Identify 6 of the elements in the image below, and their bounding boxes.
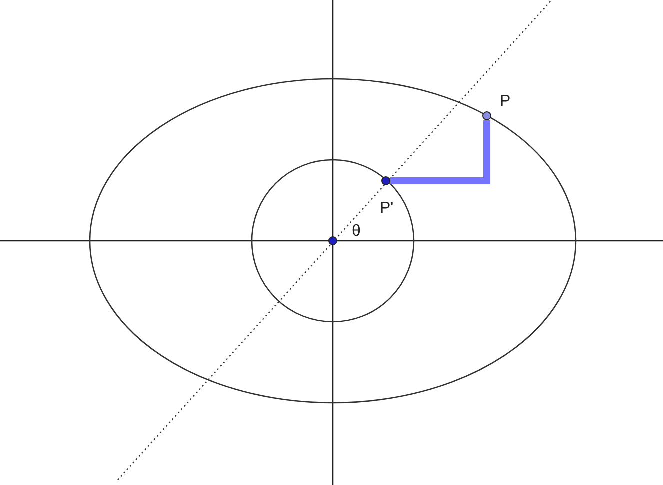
point-label: θ xyxy=(352,224,361,240)
path-segment xyxy=(390,120,490,184)
point-label: P xyxy=(500,94,511,110)
point xyxy=(482,112,492,120)
point-label: P' xyxy=(380,201,394,217)
point xyxy=(382,176,390,186)
